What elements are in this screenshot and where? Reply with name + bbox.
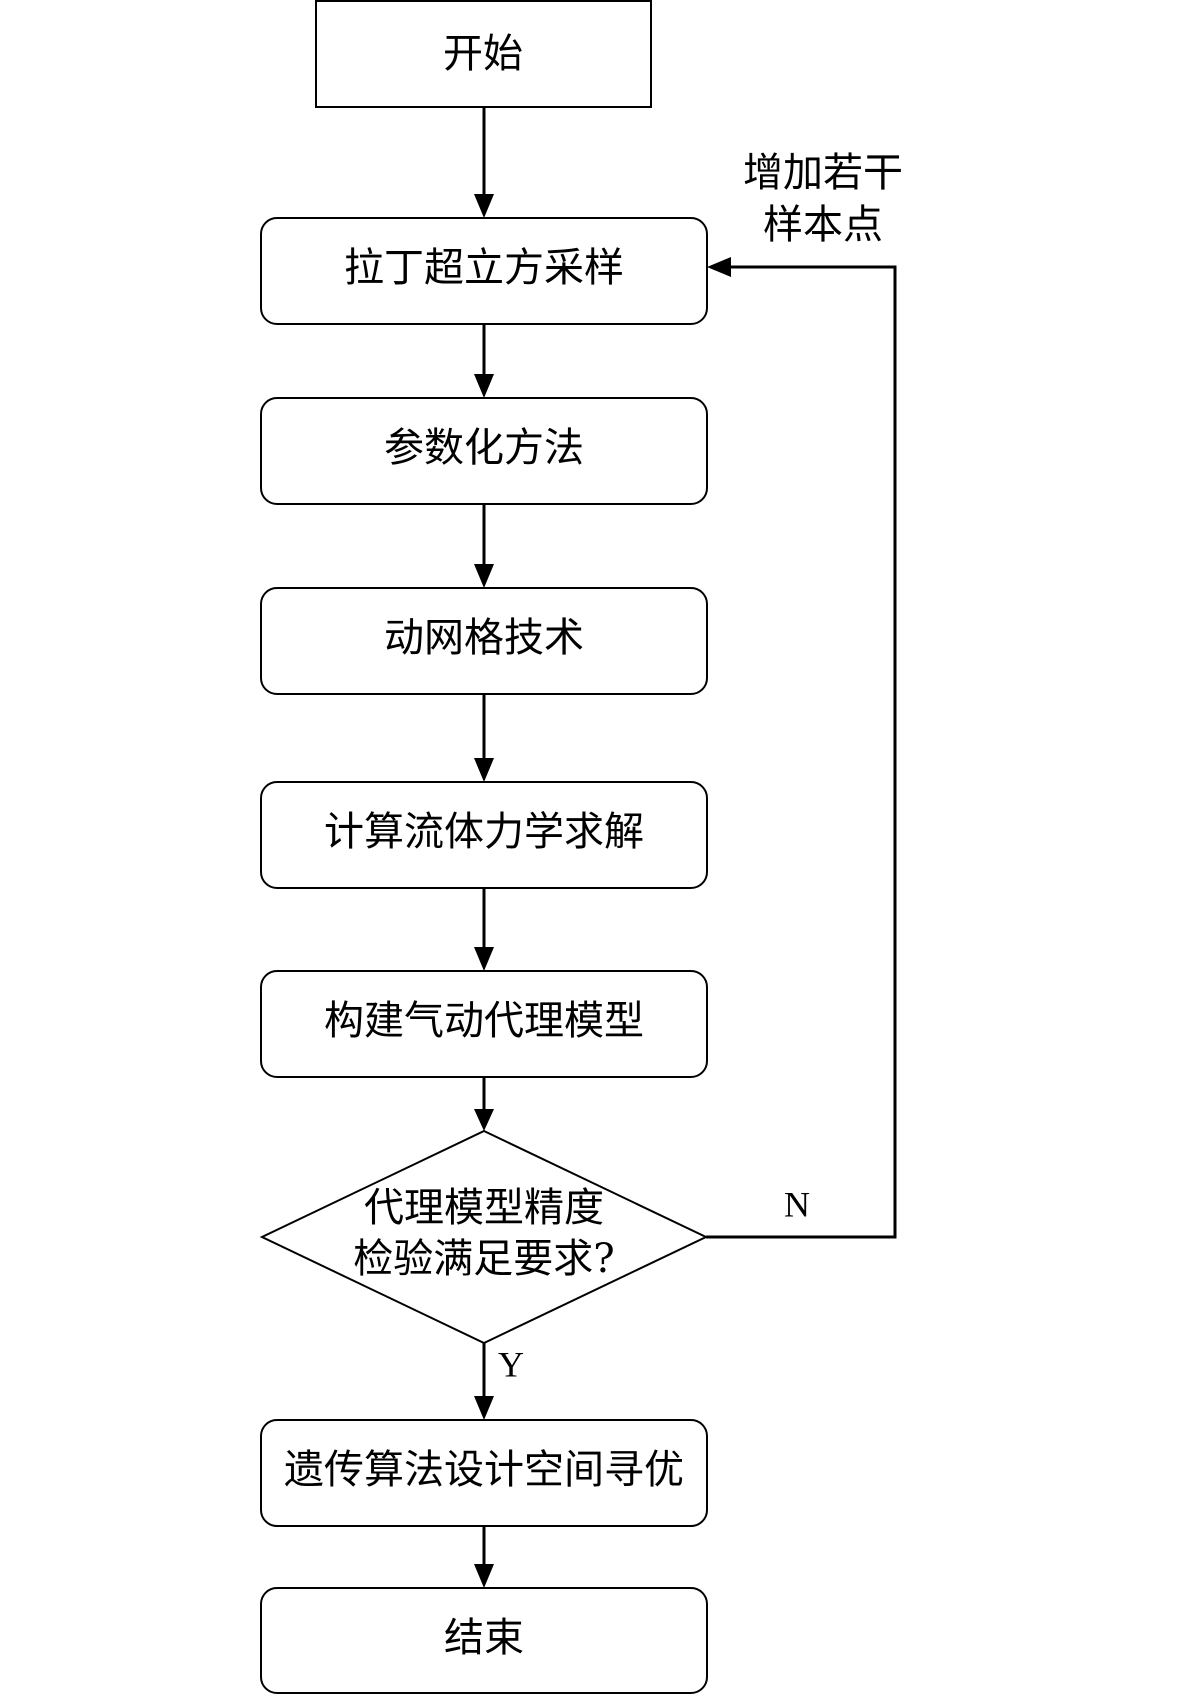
arrow-decision-yes-to-ga: [474, 1343, 494, 1420]
start-label: 开始: [443, 31, 523, 77]
decision-label-line1: 代理模型精度: [364, 1185, 604, 1231]
no-branch-label: N: [784, 1184, 810, 1224]
surrogate-model-node: 构建气动代理模型: [260, 970, 708, 1078]
start-node: 开始: [315, 0, 652, 108]
ga-optimization-node: 遗传算法设计空间寻优: [260, 1419, 708, 1527]
arrow-param-to-mesh: [474, 504, 494, 588]
arrow-cfd-to-surrogate: [474, 888, 494, 971]
feedback-label-line2: 样本点: [763, 202, 883, 248]
arrow-surrogate-to-decision: [474, 1077, 494, 1131]
parameterization-node: 参数化方法: [260, 397, 708, 505]
cfd-solve-label: 计算流体力学求解: [324, 809, 644, 855]
ga-optimization-label: 遗传算法设计空间寻优: [284, 1447, 684, 1493]
yes-branch-label: Y: [498, 1344, 524, 1384]
cfd-solve-node: 计算流体力学求解: [260, 781, 708, 889]
surrogate-model-label: 构建气动代理模型: [324, 998, 644, 1044]
accuracy-check-decision: 代理模型精度 检验满足要求?: [259, 1129, 709, 1345]
lhs-sampling-label: 拉丁超立方采样: [344, 245, 624, 291]
dynamic-mesh-label: 动网格技术: [384, 615, 584, 661]
end-label: 结束: [444, 1615, 524, 1661]
arrow-start-to-lhs: [474, 107, 494, 218]
decision-label-line2: 检验满足要求?: [353, 1236, 614, 1282]
arrow-mesh-to-cfd: [474, 694, 494, 782]
parameterization-label: 参数化方法: [384, 425, 584, 471]
arrow-ga-to-end: [474, 1526, 494, 1588]
end-node: 结束: [260, 1587, 708, 1694]
feedback-label-line1: 增加若干: [743, 150, 903, 196]
lhs-sampling-node: 拉丁超立方采样: [260, 217, 708, 325]
arrow-decision-no-feedback: [706, 257, 897, 1239]
dynamic-mesh-node: 动网格技术: [260, 587, 708, 695]
arrow-lhs-to-param: [474, 324, 494, 398]
